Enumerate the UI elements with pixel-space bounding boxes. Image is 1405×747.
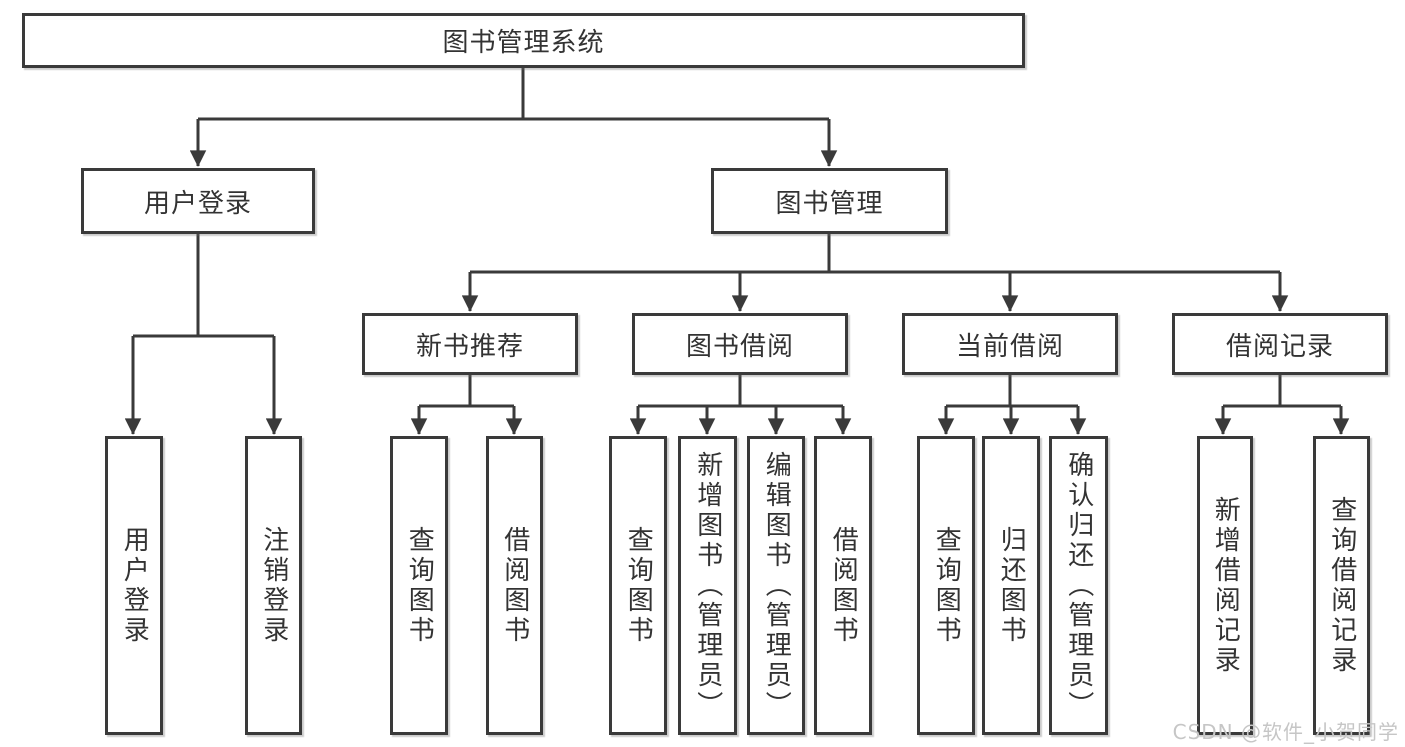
leaf-edit-book-admin-label: 编辑图书（管理员） — [761, 450, 792, 721]
leaf-user-login-label: 用户登录 — [119, 525, 150, 646]
leaf-add-book-admin: 新增图书（管理员） — [678, 436, 737, 735]
node-book-management: 图书管理 — [711, 168, 948, 234]
leaf-query-books-current: 查询图书 — [917, 436, 975, 735]
leaf-query-books-current-label: 查询图书 — [931, 525, 962, 646]
leaf-borrow-books-borrow-label: 借阅图书 — [828, 525, 859, 646]
leaf-query-books-recommend-label: 查询图书 — [404, 525, 435, 646]
connector-trunks — [133, 68, 1341, 408]
leaf-query-borrow-record: 查询借阅记录 — [1313, 436, 1370, 735]
leaf-add-borrow-record-label: 新增借阅记录 — [1210, 495, 1241, 676]
node-borrow-records: 借阅记录 — [1172, 313, 1388, 375]
leaf-query-books-recommend: 查询图书 — [390, 436, 448, 735]
node-user-login: 用户登录 — [81, 168, 315, 234]
leaf-confirm-return-admin-label: 确认归还（管理员） — [1063, 450, 1094, 721]
leaf-confirm-return-admin: 确认归还（管理员） — [1049, 436, 1108, 735]
leaf-borrow-books-recommend: 借阅图书 — [486, 436, 543, 735]
leaf-logout-label: 注销登录 — [258, 525, 289, 646]
node-root: 图书管理系统 — [22, 13, 1025, 68]
node-root-label: 图书管理系统 — [442, 28, 605, 58]
node-book-borrow-label: 图书借阅 — [685, 331, 794, 362]
leaf-add-borrow-record: 新增借阅记录 — [1197, 436, 1253, 735]
leaf-return-books-label: 归还图书 — [996, 525, 1027, 646]
node-current-borrow: 当前借阅 — [902, 313, 1118, 375]
node-book-management-label: 图书管理 — [775, 188, 884, 219]
leaf-borrow-books-recommend-label: 借阅图书 — [499, 525, 530, 646]
leaf-edit-book-admin: 编辑图书（管理员） — [747, 436, 805, 735]
node-book-borrow: 图书借阅 — [632, 313, 848, 375]
node-borrow-records-label: 借阅记录 — [1225, 331, 1334, 362]
leaf-query-books-borrow: 查询图书 — [609, 436, 667, 735]
leaf-borrow-books-borrow: 借阅图书 — [814, 436, 872, 735]
leaf-query-borrow-record-label: 查询借阅记录 — [1326, 495, 1357, 676]
node-new-book-recommend-label: 新书推荐 — [415, 331, 524, 362]
leaf-logout: 注销登录 — [245, 436, 302, 735]
leaf-user-login: 用户登录 — [105, 436, 163, 735]
leaf-query-books-borrow-label: 查询图书 — [623, 525, 654, 646]
node-user-login-label: 用户登录 — [143, 188, 252, 219]
leaf-return-books: 归还图书 — [982, 436, 1040, 735]
csdn-watermark: CSDN @软件_小贺同学 — [1172, 720, 1399, 744]
node-new-book-recommend: 新书推荐 — [362, 313, 578, 375]
node-current-borrow-label: 当前借阅 — [955, 331, 1064, 362]
leaf-add-book-admin-label: 新增图书（管理员） — [692, 450, 723, 721]
